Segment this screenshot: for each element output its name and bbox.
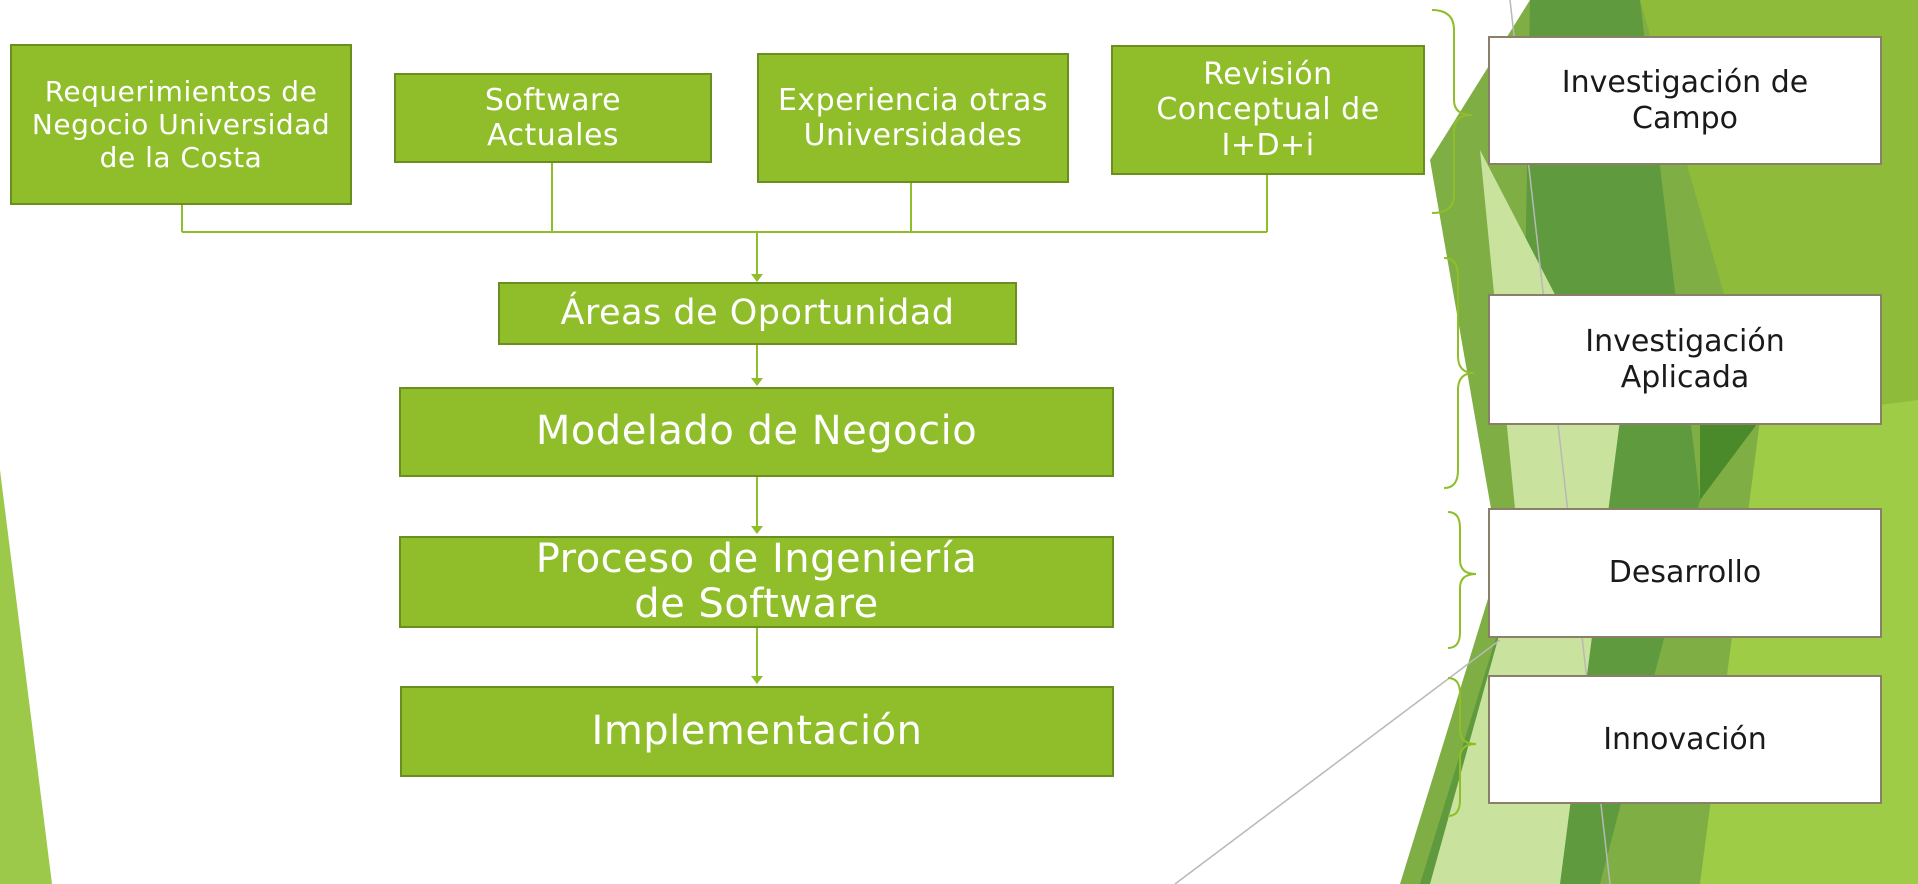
- stage-box-label: Investigación Aplicada: [1585, 324, 1785, 395]
- arrowhead: [751, 526, 763, 534]
- arrowhead: [751, 676, 763, 684]
- input-box-label: Software Actuales: [484, 82, 622, 153]
- flow-box-software-engineering: Proceso de Ingeniería de Software: [399, 536, 1114, 628]
- stage-box-applied-research: Investigación Aplicada: [1488, 294, 1882, 425]
- stage-box-label: Desarrollo: [1608, 555, 1762, 591]
- flow-box-label: Implementación: [591, 707, 923, 754]
- input-box-conceptual-review: Revisión Conceptual de I+D+i: [1111, 45, 1425, 175]
- stage-box-field-research: Investigación de Campo: [1488, 36, 1882, 165]
- stage-box-development: Desarrollo: [1488, 508, 1882, 638]
- input-box-other-universities: Experiencia otras Universidades: [757, 53, 1069, 183]
- flow-box-opportunity-areas: Áreas de Oportunidad: [498, 282, 1017, 345]
- bracket-stage-3: [1447, 511, 1477, 649]
- arrowhead: [751, 274, 763, 282]
- input-box-current-software: Software Actuales: [394, 73, 712, 163]
- input-box-label: Revisión Conceptual de I+D+i: [1156, 56, 1380, 163]
- flow-box-label: Áreas de Oportunidad: [560, 292, 955, 333]
- bracket-stage-4: [1447, 677, 1477, 817]
- input-box-label: Experiencia otras Universidades: [777, 82, 1049, 153]
- flow-box-business-modeling: Modelado de Negocio: [399, 387, 1114, 477]
- input-box-label: Requerimientos de Negocio Universidad de…: [31, 74, 331, 175]
- bracket-stage-2: [1443, 257, 1475, 489]
- stage-box-label: Investigación de Campo: [1561, 65, 1809, 136]
- input-box-business-requirements: Requerimientos de Negocio Universidad de…: [10, 44, 352, 205]
- flow-box-label: Proceso de Ingeniería de Software: [535, 536, 978, 627]
- flow-box-implementation: Implementación: [400, 686, 1114, 777]
- flow-box-label: Modelado de Negocio: [535, 408, 978, 455]
- bracket-stage-1: [1431, 9, 1473, 214]
- arrowhead: [751, 378, 763, 386]
- stage-box-innovation: Innovación: [1488, 675, 1882, 804]
- stage-box-label: Innovación: [1603, 721, 1767, 757]
